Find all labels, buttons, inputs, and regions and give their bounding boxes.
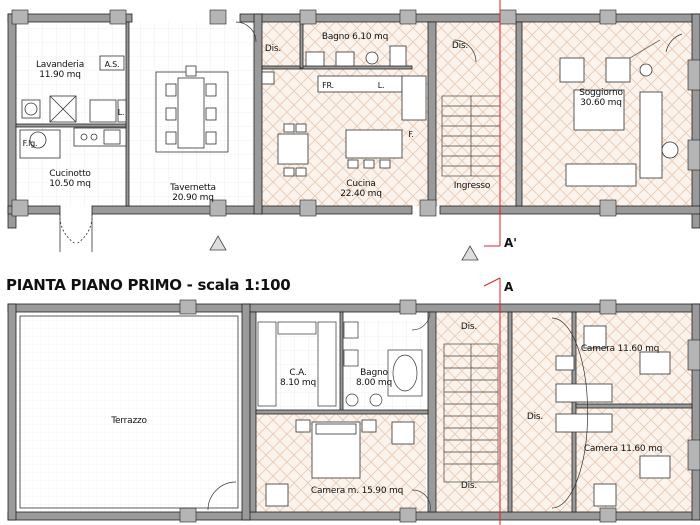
room-soggiorno: Soggiorno 30.60 mq [579,88,623,108]
room-terrazzo: Terrazzo [111,416,147,426]
tag-as: A.S. [104,60,120,69]
room-name: Soggiorno [579,88,623,98]
room-area: 8.00 mq [356,378,392,388]
label-dis-2: Dis. [451,41,469,51]
section-line [483,0,501,525]
ground-floor [7,9,700,261]
room-area: 22.40 mq [340,189,382,199]
room-name: Lavanderia [35,60,85,70]
label-dis-ff-2: Dis. [460,481,478,491]
tag-f: F. [408,130,414,139]
room-name: Camera m. [310,486,359,496]
label-dis-1: Dis. [264,44,282,54]
room-ca: C.A. 8.10 mq [280,368,316,388]
room-area: 30.60 mq [580,98,622,108]
room-cucinotto: Cucinotto 10.50 mq [49,169,91,189]
room-camera-1: Camera 11.60 mq [580,344,660,354]
room-bagno: Bagno 6.10 mq [322,32,388,42]
room-area: 6.10 mq [352,32,389,42]
room-camera-2: Camera 11.60 mq [583,444,663,454]
room-name: Cucinotto [49,169,91,179]
tag-fr: FR. [322,81,334,90]
room-lavanderia: Lavanderia 11.90 mq [36,60,84,80]
first-floor [7,299,700,523]
tag-flg: F.lg. [22,139,38,148]
room-cucina: Cucina 22.40 mq [340,179,382,199]
room-name: Cucina [346,179,376,189]
section-mark-lower: A [504,280,514,294]
room-camera-m: Camera m. 15.90 mq [311,486,403,496]
room-name: Bagno [360,368,388,378]
room-ingresso: Ingresso [453,181,491,191]
room-area: 10.50 mq [49,179,91,189]
room-tavernetta: Tavernetta 20.90 mq [170,183,216,203]
section-mark-upper: A' [504,236,517,250]
label-dis-ff-3: Dis. [526,412,544,422]
room-name: Camera [580,344,615,354]
room-name: Tavernetta [170,183,216,193]
room-name: Bagno [321,32,350,42]
tag-l-lavanderia: L. [117,108,125,117]
room-area: 11.60 mq [620,444,663,454]
room-name: C.A. [289,368,307,378]
room-area: 20.90 mq [172,193,214,203]
room-area: 8.10 mq [280,378,316,388]
room-area: 15.90 mq [361,486,404,496]
page-title: PIANTA PIANO PRIMO - scala 1:100 [6,276,291,294]
tag-l-cucina: L. [377,81,385,90]
room-area: 11.60 mq [617,344,660,354]
room-name: Camera [583,444,618,454]
room-area: 11.90 mq [39,70,81,80]
label-dis-ff-1: Dis. [460,322,478,332]
room-bagno-ff: Bagno 8.00 mq [356,368,392,388]
